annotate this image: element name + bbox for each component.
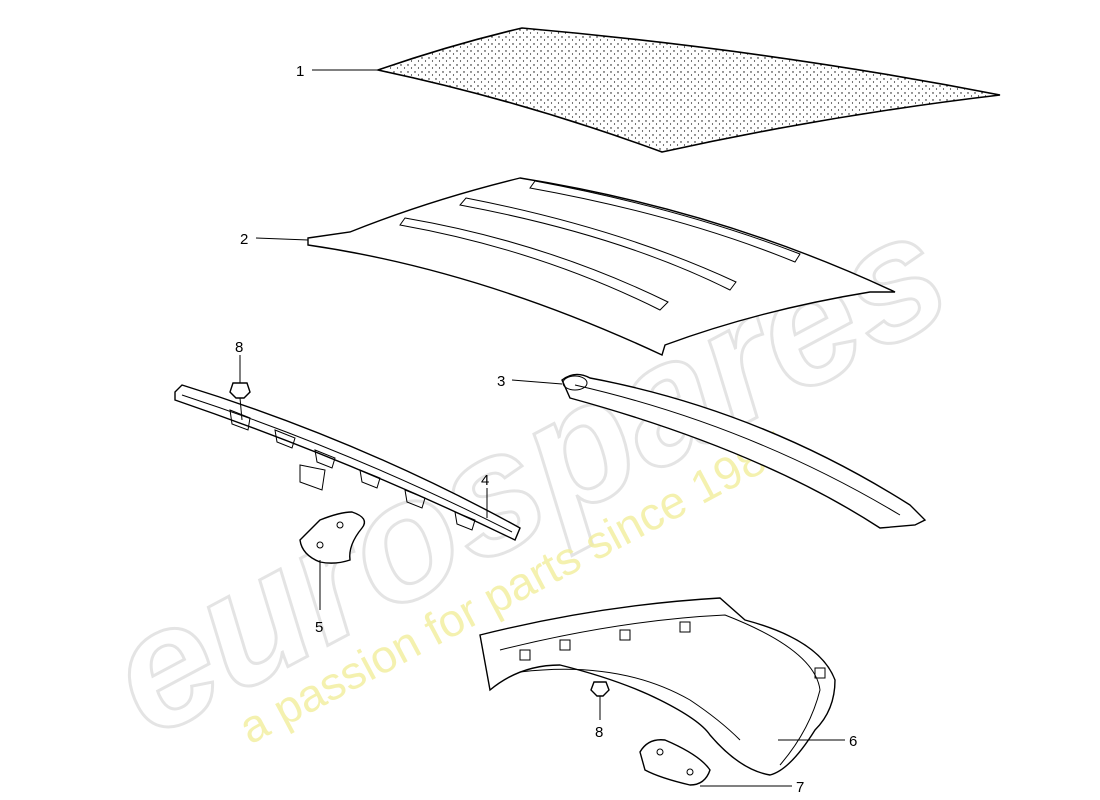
callout-6: 6 <box>849 733 857 750</box>
callout-2: 2 <box>240 231 248 248</box>
callout-3: 3 <box>497 373 505 390</box>
part-3-trim-strip: 3 <box>497 373 927 529</box>
part-5-pad: 5 <box>299 511 366 636</box>
part-8-clip-upper: 8 <box>229 339 251 421</box>
callout-7: 7 <box>796 779 804 796</box>
callout-5: 5 <box>315 619 323 636</box>
callout-4: 4 <box>481 472 489 489</box>
callout-1: 1 <box>296 63 304 80</box>
callout-8-lower: 8 <box>595 724 603 741</box>
callout-8-upper: 8 <box>235 339 243 356</box>
part-4-trim-bar: 4 <box>174 384 521 541</box>
part-6-side-trim: 6 <box>479 597 857 776</box>
part-7-pad: 7 <box>639 739 804 796</box>
part-2-headliner: 2 <box>240 177 896 356</box>
part-1-roof-pad: 1 <box>296 27 1001 153</box>
part-8-clip-lower: 8 <box>590 681 610 741</box>
